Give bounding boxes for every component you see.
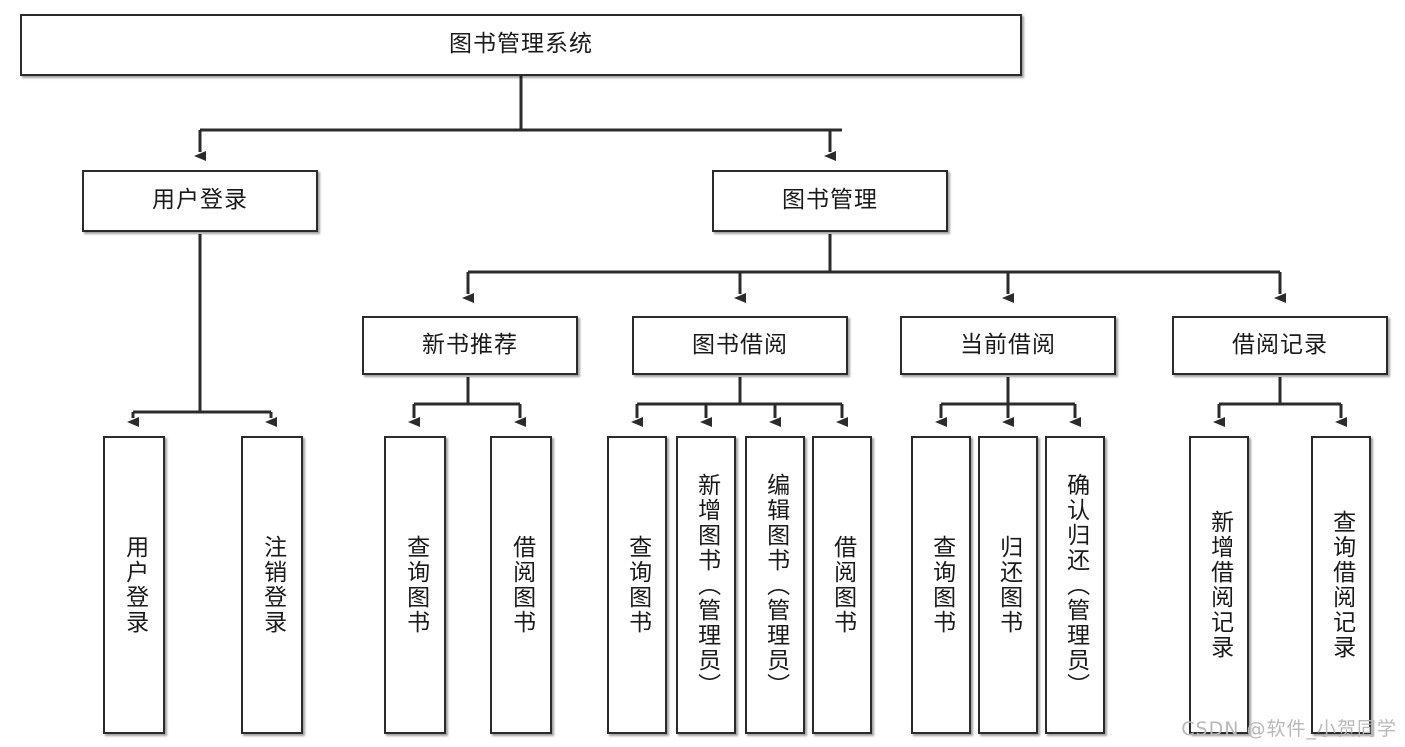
leaf-borrow-book-borrow-label: 借阅图书 (829, 535, 856, 635)
leaf-logout[interactable]: 注销登录 (241, 436, 303, 734)
leaf-query-borrow-record-label: 查询借阅记录 (1328, 510, 1355, 660)
node-borrow-record-label: 借阅记录 (1232, 331, 1328, 358)
node-user-login[interactable]: 用户登录 (82, 170, 318, 232)
node-book-management-label: 图书管理 (782, 187, 878, 214)
leaf-query-book-borrow[interactable]: 查询图书 (607, 436, 667, 734)
leaf-confirm-return-admin[interactable]: 确认归还（管理员） (1045, 436, 1105, 734)
leaf-add-borrow-record-label: 新增借阅记录 (1206, 510, 1233, 660)
node-new-book-recommend[interactable]: 新书推荐 (362, 316, 578, 375)
node-book-borrow[interactable]: 图书借阅 (632, 316, 848, 375)
csdn-watermark: CSDN @软件_小贺同学 (1181, 718, 1397, 740)
node-current-borrow[interactable]: 当前借阅 (900, 316, 1116, 375)
node-new-book-recommend-label: 新书推荐 (422, 331, 518, 358)
leaf-add-book-admin-label: 新增图书（管理员） (693, 472, 720, 698)
leaf-borrow-book-borrow[interactable]: 借阅图书 (812, 436, 872, 734)
node-borrow-record[interactable]: 借阅记录 (1172, 316, 1388, 375)
leaf-user-login[interactable]: 用户登录 (103, 436, 165, 734)
leaf-return-book-label: 归还图书 (995, 535, 1022, 635)
leaf-confirm-return-admin-label: 确认归还（管理员） (1062, 472, 1089, 698)
leaf-query-book-newbook[interactable]: 查询图书 (384, 436, 446, 734)
leaf-query-book-current-label: 查询图书 (928, 535, 955, 635)
leaf-query-book-borrow-label: 查询图书 (624, 535, 651, 635)
leaf-add-borrow-record[interactable]: 新增借阅记录 (1189, 436, 1249, 734)
leaf-edit-book-admin[interactable]: 编辑图书（管理员） (745, 436, 805, 734)
leaf-return-book[interactable]: 归还图书 (978, 436, 1038, 734)
node-current-borrow-label: 当前借阅 (960, 331, 1056, 358)
node-book-borrow-label: 图书借阅 (692, 331, 788, 358)
leaf-query-book-current[interactable]: 查询图书 (911, 436, 971, 734)
leaf-query-book-newbook-label: 查询图书 (402, 535, 429, 635)
leaf-edit-book-admin-label: 编辑图书（管理员） (762, 472, 789, 698)
node-book-management[interactable]: 图书管理 (712, 170, 948, 232)
node-user-login-label: 用户登录 (152, 187, 248, 214)
leaf-logout-label: 注销登录 (259, 535, 286, 635)
leaf-user-login-label: 用户登录 (121, 535, 148, 635)
leaf-borrow-book-newbook-label: 借阅图书 (508, 535, 535, 635)
leaf-borrow-book-newbook[interactable]: 借阅图书 (490, 436, 552, 734)
node-root[interactable]: 图书管理系统 (20, 14, 1022, 76)
leaf-query-borrow-record[interactable]: 查询借阅记录 (1311, 436, 1371, 734)
leaf-add-book-admin[interactable]: 新增图书（管理员） (676, 436, 736, 734)
node-root-label: 图书管理系统 (449, 31, 593, 58)
